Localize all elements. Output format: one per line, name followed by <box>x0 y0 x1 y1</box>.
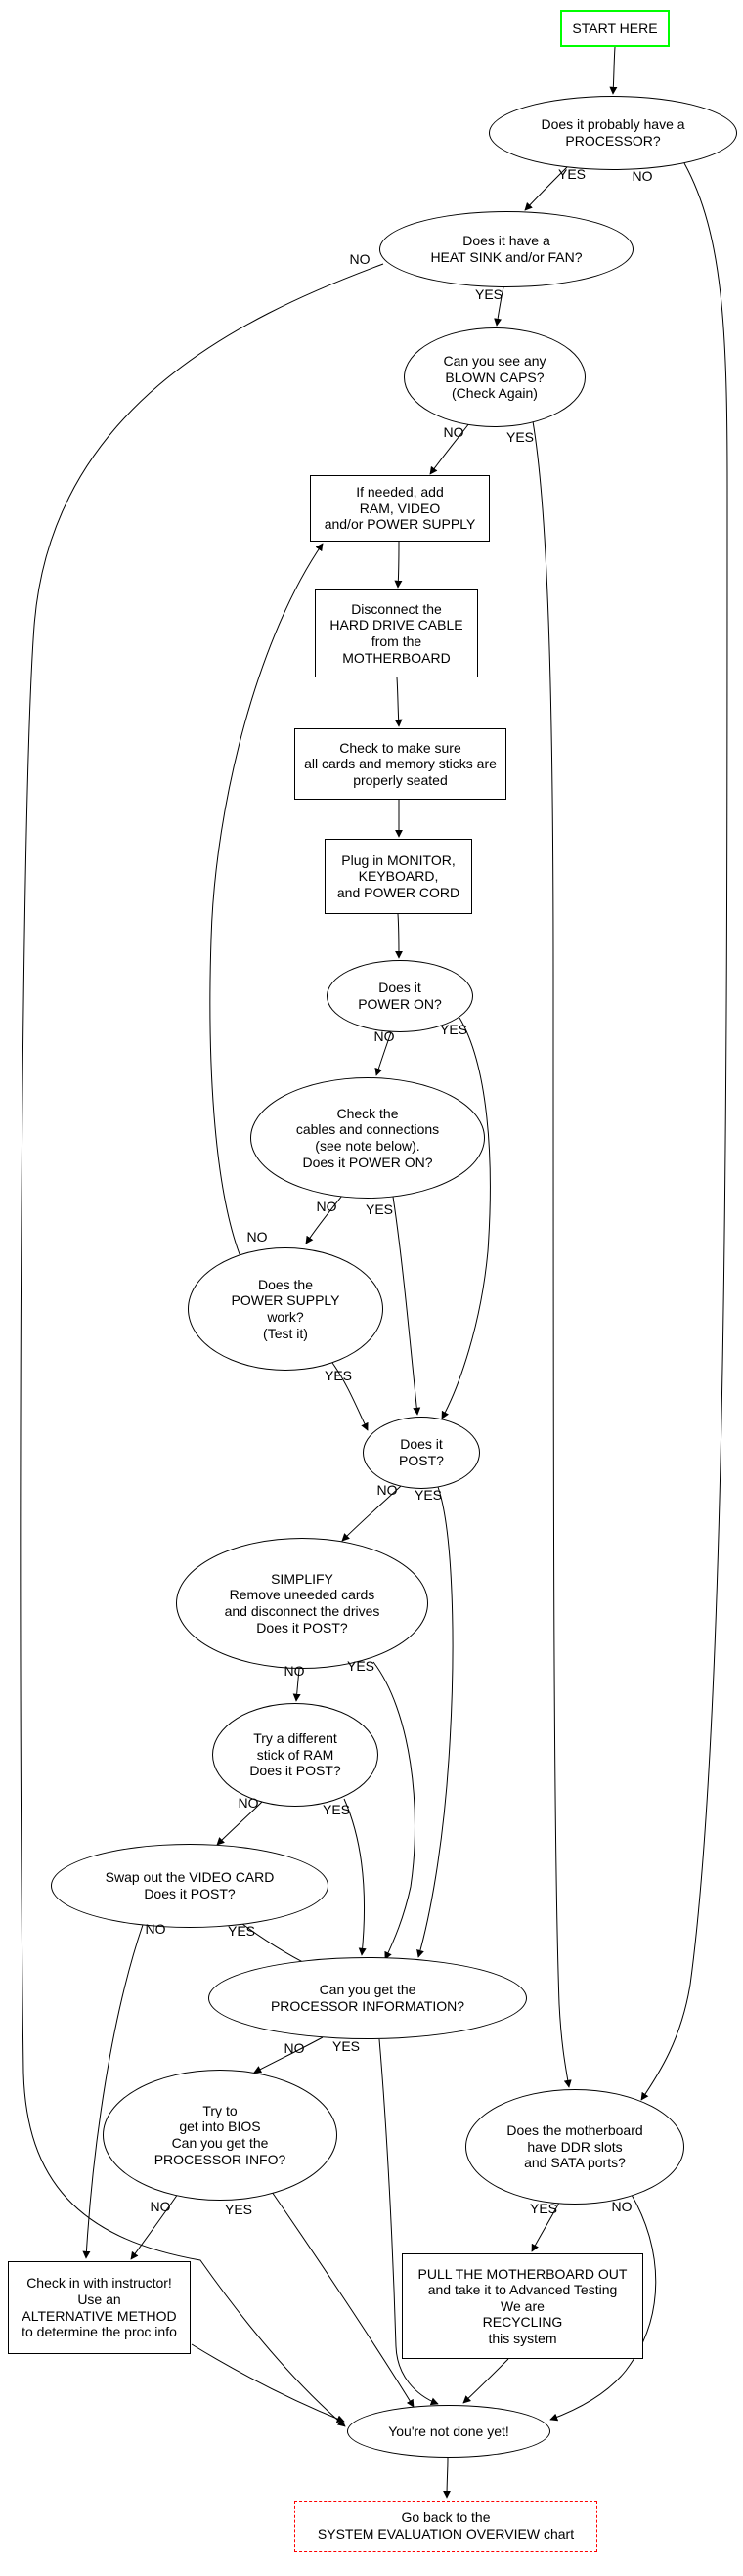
edge-start-processor <box>609 46 618 95</box>
node-simplify: SIMPLIFY Remove uneeded cards and discon… <box>176 1538 428 1669</box>
edge-label-psu-no: NO <box>246 1229 268 1244</box>
node-ddr: Does the motherboard have DDR slots and … <box>465 2089 684 2205</box>
node-checkcables: Check the cables and connections (see no… <box>250 1077 485 1199</box>
edge-poweron-checkcables <box>374 1031 392 1076</box>
edge-label-procinfo-no: NO <box>284 2040 305 2056</box>
node-processor: Does it probably have a PROCESSOR? <box>489 96 737 170</box>
edge-psu-addram <box>209 543 324 1255</box>
edge-tryram-swapvideo <box>216 1801 263 1846</box>
edge-label-tryram-no: NO <box>238 1795 259 1811</box>
node-poweron: Does it POWER ON? <box>327 960 473 1032</box>
node-hdd: Disconnect the HARD DRIVE CABLE from the… <box>315 589 478 677</box>
edge-ddr-pullout <box>531 2202 560 2252</box>
edge-blowncaps-ddr <box>532 420 572 2088</box>
edge-label-simplify-no: NO <box>284 1663 305 1679</box>
edge-hdd-seated <box>394 677 403 727</box>
edge-label-procinfo-yes: YES <box>331 2038 361 2054</box>
edge-simplify-tryram <box>292 1668 301 1702</box>
edge-instructor-notdone <box>191 2343 345 2423</box>
edge-label-simplify-yes: YES <box>346 1658 375 1674</box>
edge-label-ddr-yes: YES <box>529 2201 558 2216</box>
edge-label-bios-no: NO <box>150 2199 171 2214</box>
edge-post-procinfo <box>416 1486 454 1958</box>
edge-label-processor-yes: YES <box>557 166 587 182</box>
edge-bios-notdone <box>271 2191 415 2408</box>
edge-bios-instructor <box>130 2193 179 2260</box>
node-addram: If needed, add RAM, VIDEO and/or POWER S… <box>310 475 490 542</box>
node-seated: Check to make sure all cards and memory … <box>294 728 506 800</box>
edge-label-post-no: NO <box>376 1482 398 1498</box>
edge-heatsink-blowncaps <box>494 286 504 327</box>
node-bios: Try to get into BIOS Can you get the PRO… <box>103 2070 337 2201</box>
edge-label-checkcables-no: NO <box>316 1199 337 1214</box>
edge-label-swapvideo-yes: YES <box>227 1923 256 1939</box>
edge-label-heatsink-no: NO <box>349 251 371 267</box>
edge-label-heatsink-yes: YES <box>474 286 503 302</box>
edge-label-blowncaps-no: NO <box>443 424 464 440</box>
node-psu: Does the POWER SUPPLY work? (Test it) <box>188 1247 383 1371</box>
edge-label-bios-yes: YES <box>224 2202 253 2217</box>
edge-procinfo-notdone <box>378 2038 439 2406</box>
edge-pullout-notdone <box>462 2358 509 2404</box>
node-notdone: You're not done yet! <box>347 2405 550 2458</box>
node-pullout: PULL THE MOTHERBOARD OUT and take it to … <box>402 2253 643 2359</box>
node-plugin: Plug in MONITOR, KEYBOARD, and POWER COR… <box>325 839 472 914</box>
edge-addram-hdd <box>394 541 403 589</box>
node-start: START HERE <box>560 10 670 47</box>
edge-blowncaps-addram <box>429 422 470 475</box>
edge-label-processor-no: NO <box>632 168 653 184</box>
edge-checkcables-psu <box>305 1195 343 1244</box>
node-swapvideo: Swap out the VIDEO CARD Does it POST? <box>51 1844 328 1928</box>
edge-label-checkcables-yes: YES <box>365 1201 394 1217</box>
node-post: Does it POST? <box>363 1417 480 1489</box>
node-instructor: Check in with instructor! Use an ALTERNA… <box>8 2261 191 2354</box>
edge-post-simplify <box>341 1485 402 1542</box>
edge-label-poweron-no: NO <box>373 1028 395 1044</box>
edge-simplify-procinfo <box>372 1661 415 1960</box>
edge-label-post-yes: YES <box>414 1487 443 1503</box>
node-procinfo: Can you get the PROCESSOR INFORMATION? <box>208 1957 527 2039</box>
edge-label-poweron-yes: YES <box>439 1022 468 1037</box>
edge-psu-post <box>331 1362 369 1431</box>
edge-label-ddr-no: NO <box>611 2199 633 2214</box>
edge-tryram-procinfo <box>343 1798 367 1956</box>
edge-plugin-poweron <box>394 913 403 959</box>
edge-poweron-post <box>441 1017 491 1419</box>
node-blowncaps: Can you see any BLOWN CAPS? (Check Again… <box>404 327 586 427</box>
edge-swapvideo-instructor <box>82 1924 144 2259</box>
node-goback: Go back to the SYSTEM EVALUATION OVERVIE… <box>294 2501 597 2552</box>
edge-processor-heatsink <box>524 166 568 211</box>
edge-label-psu-yes: YES <box>324 1368 353 1383</box>
edge-processor-ddr <box>640 162 728 2101</box>
node-tryram: Try a different stick of RAM Does it POS… <box>212 1703 378 1807</box>
edge-checkcables-post <box>392 1196 421 1416</box>
edge-label-blowncaps-yes: YES <box>505 429 535 445</box>
edge-heatsink-notdone <box>20 263 384 2427</box>
edge-label-tryram-yes: YES <box>322 1802 351 1817</box>
edge-notdone-goback <box>443 2457 452 2499</box>
edge-procinfo-bios <box>253 2036 324 2074</box>
node-heatsink: Does it have a HEAT SINK and/or FAN? <box>379 211 634 287</box>
edge-label-swapvideo-no: NO <box>145 1921 166 1937</box>
